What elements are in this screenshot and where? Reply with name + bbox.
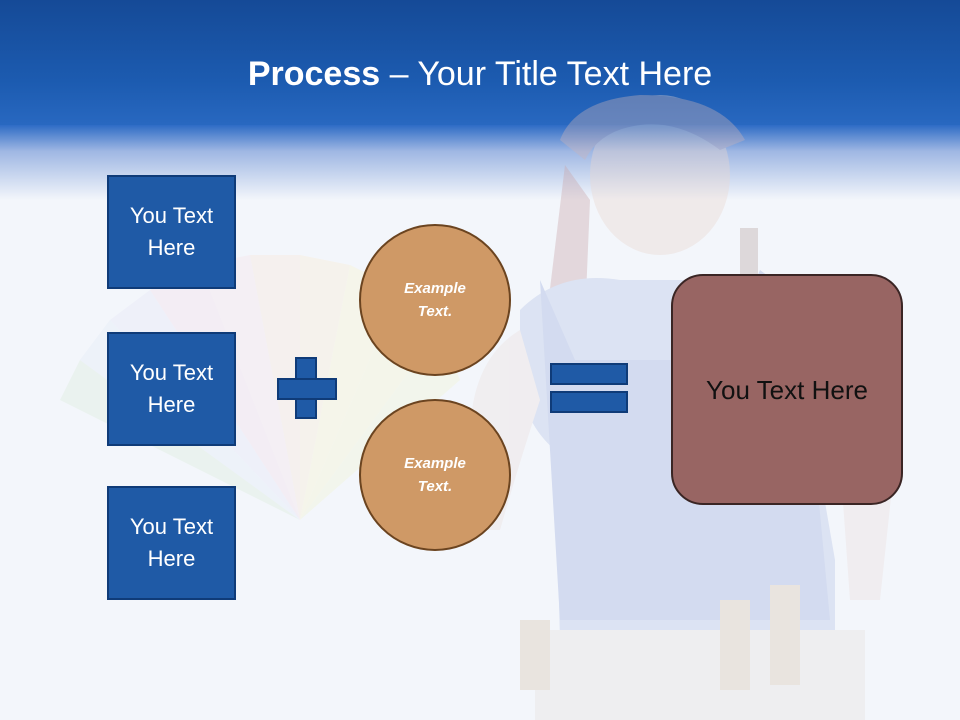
text-box-2: You Text Here <box>107 332 236 446</box>
text-box-label: You Text Here <box>129 360 214 417</box>
slide-title: Process – Your Title Text Here <box>0 52 960 96</box>
result-box: You Text Here <box>671 274 903 505</box>
plus-icon-center <box>297 380 315 398</box>
title-rest: – Your Title Text Here <box>380 55 713 93</box>
equals-icon-top <box>550 363 628 385</box>
result-label: You Text Here <box>706 374 868 405</box>
example-circle-1: Example Text. <box>359 224 511 376</box>
text-box-1: You Text Here <box>107 175 236 289</box>
equals-icon-bottom <box>550 391 628 413</box>
text-box-label: You Text Here <box>129 203 214 260</box>
header-band <box>0 0 960 135</box>
text-box-3: You Text Here <box>107 486 236 600</box>
title-bold: Process <box>247 55 381 93</box>
example-circle-label: Example Text. <box>404 455 466 495</box>
text-box-label: You Text Here <box>129 514 214 571</box>
example-circle-label: Example Text. <box>404 280 466 320</box>
example-circle-2: Example Text. <box>359 399 511 551</box>
